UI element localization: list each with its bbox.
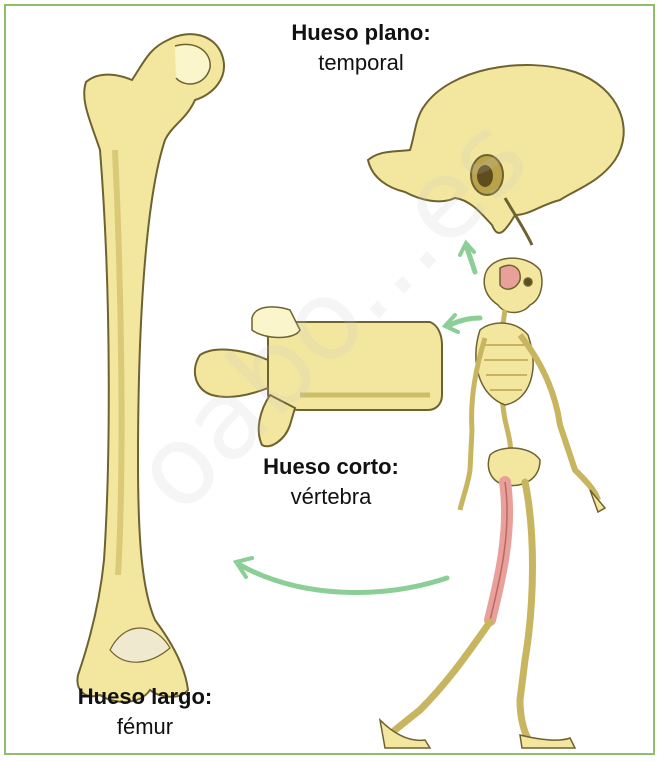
flat-bone-title: Hueso plano:	[246, 18, 476, 48]
label-short-bone: Hueso corto: vértebra	[216, 452, 446, 512]
label-flat-bone: Hueso plano: temporal	[246, 18, 476, 78]
flat-bone-name: temporal	[246, 48, 476, 78]
arrow-to-femur	[240, 565, 447, 593]
vertebra-illustration	[195, 307, 442, 446]
long-bone-title: Hueso largo:	[30, 682, 260, 712]
arrow-to-vertebra	[450, 318, 480, 325]
label-long-bone: Hueso largo: fémur	[30, 682, 260, 742]
short-bone-title: Hueso corto:	[216, 452, 446, 482]
temporal-bone-illustration	[368, 65, 624, 245]
short-bone-name: vértebra	[216, 482, 446, 512]
long-bone-name: fémur	[30, 712, 260, 742]
